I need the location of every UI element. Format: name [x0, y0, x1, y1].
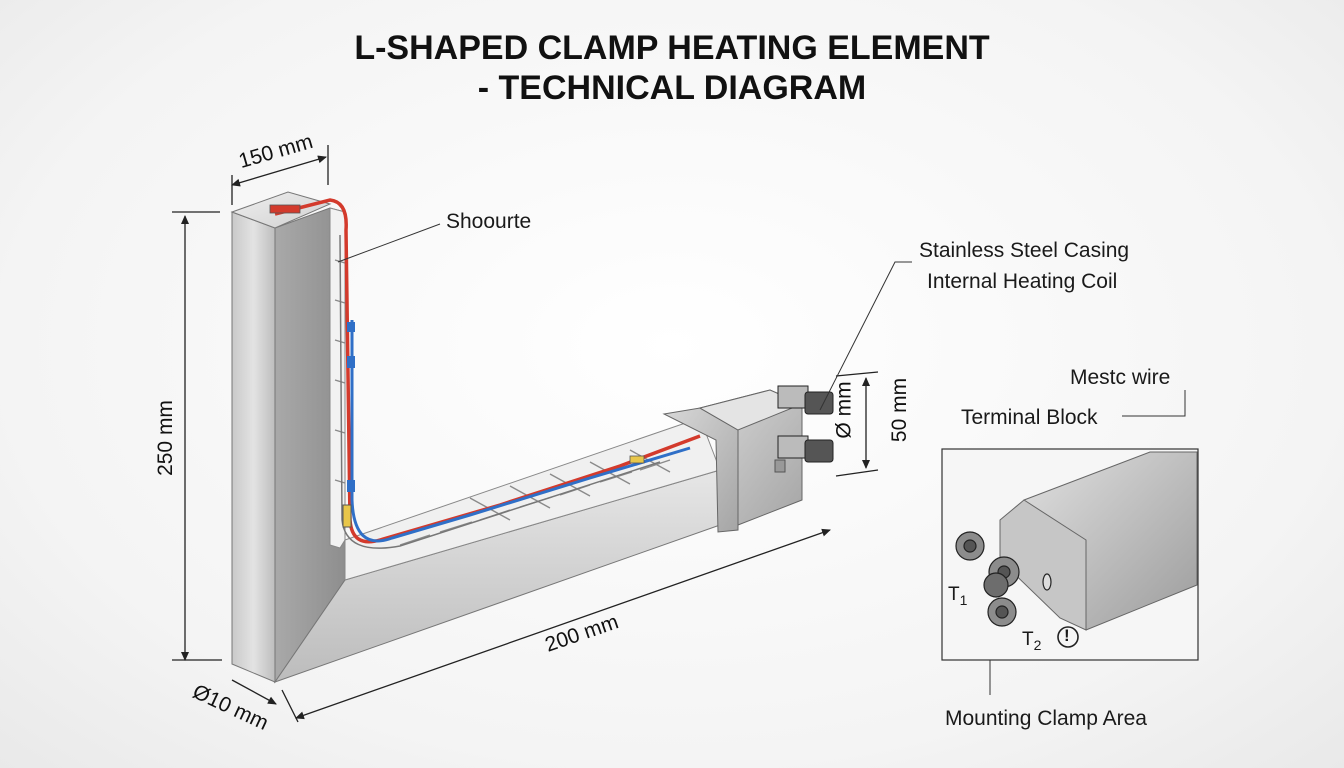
dim-height: 250 mm	[153, 400, 177, 476]
label-t2: T2	[1022, 629, 1042, 653]
label-stainless-steel-casing: Stainless Steel Casing	[919, 239, 1130, 262]
dim-terminal-diameter: Ø mm	[832, 381, 856, 439]
warning-mark: !	[1064, 626, 1070, 645]
l-shaped-body	[230, 191, 721, 684]
label-terminal-block: Terminal Block	[961, 406, 1098, 429]
label-mounting-clamp-area: Mounting Clamp Area	[945, 707, 1147, 730]
vertical-front-face	[231, 211, 276, 683]
title-line-1: L-SHAPED CLAMP HEATING ELEMENT	[354, 29, 990, 67]
wire-connectors	[269, 204, 645, 528]
inset-terminals	[955, 531, 1052, 627]
label-internal-heating-coil: Internal Heating Coil	[927, 270, 1118, 293]
dim-terminal-height: 50 mm	[888, 377, 912, 443]
column-channel	[329, 207, 346, 549]
dimension-lines	[172, 145, 879, 723]
label-mestc-wire: Mestc wire	[1070, 366, 1171, 389]
label-t1: T1	[948, 584, 968, 608]
terminal-housing	[662, 385, 834, 533]
diagram-title: L-SHAPED CLAMP HEATING ELEMENT - TECHNIC…	[0, 28, 1344, 108]
label-shoourte: Shoourte	[446, 210, 532, 233]
warning-icon	[1057, 626, 1079, 648]
inset-detail	[941, 448, 1199, 661]
title-line-2: - TECHNICAL DIAGRAM	[477, 69, 867, 107]
threaded-studs	[777, 385, 834, 463]
